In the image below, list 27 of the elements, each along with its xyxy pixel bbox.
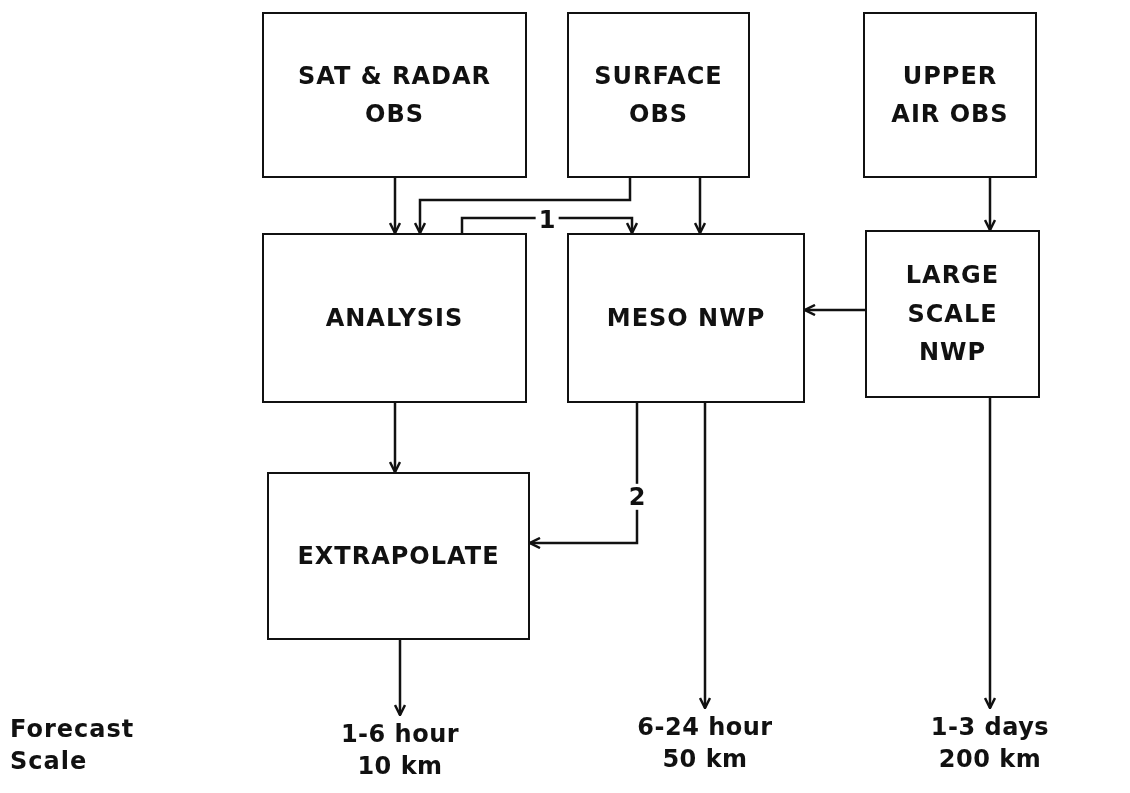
arrow <box>983 398 997 710</box>
forecast-scale-value: 1-3 days 200 km <box>929 711 1051 775</box>
process-box <box>567 12 750 178</box>
arrow <box>698 403 712 710</box>
box-label: UPPER AIR OBS <box>890 60 1010 130</box>
box-label: MESO NWP <box>606 302 766 334</box>
arrow <box>388 403 402 474</box>
box-label: ANALYSIS <box>325 302 464 334</box>
process-box <box>567 233 805 403</box>
forecast-scale-value: 1-6 hour 10 km <box>339 718 461 782</box>
arrow <box>413 178 632 235</box>
process-box <box>267 472 530 640</box>
forecast-scale-value: 6-24 hour 50 km <box>636 711 774 775</box>
arrow <box>460 216 639 235</box>
process-box <box>865 230 1040 398</box>
arrow <box>393 640 407 717</box>
process-box <box>262 12 527 178</box>
arrow <box>983 178 997 232</box>
process-box <box>863 12 1037 178</box>
box-label: SURFACE OBS <box>593 60 724 130</box>
row-label: Forecast Scale <box>10 714 136 778</box>
arrow <box>388 178 402 235</box>
process-box <box>262 233 527 403</box>
box-label: LARGE SCALE NWP <box>904 260 1001 369</box>
arrow <box>693 178 707 235</box>
box-label: SAT & RADAR OBS <box>296 60 492 130</box>
box-label: EXTRAPOLATE <box>297 540 500 572</box>
